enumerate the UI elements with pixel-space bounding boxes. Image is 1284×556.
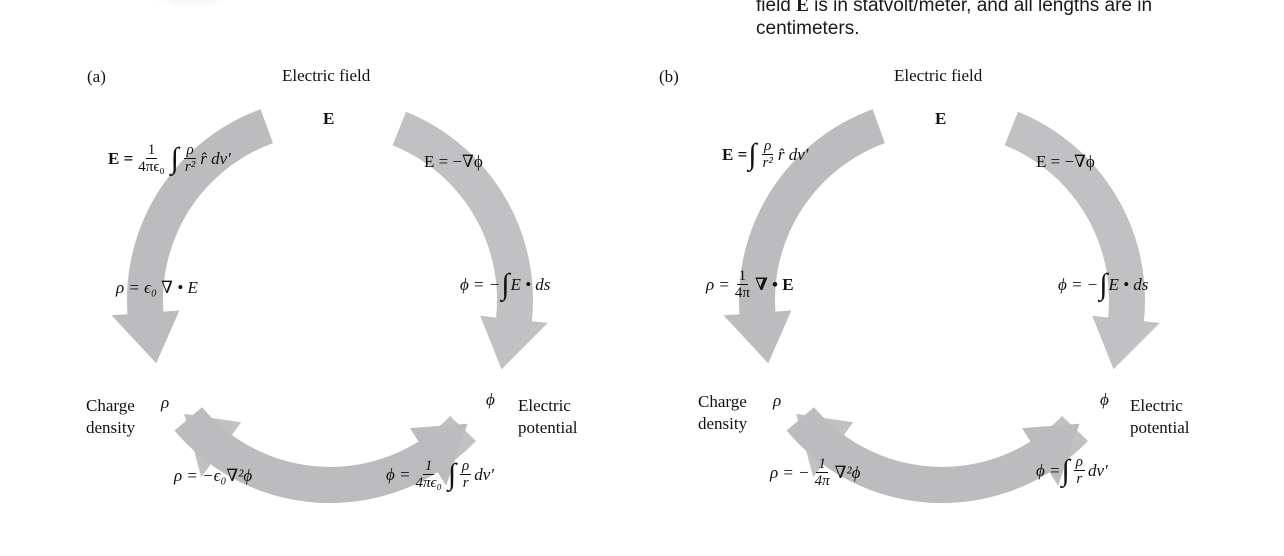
cycle-arrows: [111, 109, 548, 504]
eq-num: 1: [816, 456, 828, 473]
eq-lhs: ϕ =: [1036, 460, 1061, 480]
eq-lhs: ϕ = −: [460, 275, 501, 294]
panel-a-gaussian-si: (a) Electric field E Charge density ρ ϕ …: [86, 66, 578, 504]
integral-sign: ∫: [170, 141, 179, 175]
panel-tag: (b): [659, 67, 679, 86]
eq-den: 4πϵ₀: [138, 159, 165, 175]
equation-phi-from-E: ϕ = − ∫ E • ds: [1058, 270, 1148, 300]
charge-density-label-2: density: [86, 418, 136, 437]
eq-num: 1: [736, 268, 749, 285]
eq-tail: dv′: [1087, 460, 1108, 480]
eq-den: 4π: [814, 473, 830, 489]
eq-tail: dv′: [474, 464, 494, 484]
arrow-E-to-phi: [1004, 111, 1160, 370]
eq-den: r: [462, 475, 469, 491]
arrow-phi-to-rho: [184, 413, 476, 503]
equation-E-from-phi: E = −∇ϕ: [1036, 152, 1095, 171]
eq-tail: r̂ dv′: [200, 148, 231, 168]
caption-text: field: [756, 0, 797, 16]
rho-symbol: ρ: [773, 391, 782, 410]
eq-lhs: ϕ = −: [1058, 275, 1099, 294]
integral-sign: ∫: [748, 137, 757, 171]
eq-tail: ∇ • E: [754, 274, 794, 294]
arrow-phi-to-rho: [796, 413, 1088, 503]
eq-tail: E • ds: [510, 275, 551, 294]
eq-lhs: E =: [722, 144, 748, 164]
eq-tail: ∇²ϕ: [834, 462, 861, 482]
electric-potential-label-1: Electric: [518, 396, 571, 415]
caption-line-1: field E is in statvolt/meter, and all le…: [756, 0, 1276, 17]
integral-sign: ∫: [1061, 453, 1070, 487]
equation-E-from-phi: E = −∇ϕ: [424, 152, 483, 171]
arrow-E-to-rho: [111, 109, 273, 364]
eq-num: ρ: [460, 458, 472, 475]
electric-potential-label-2: potential: [518, 418, 578, 437]
electric-potential-label-2: potential: [1130, 418, 1190, 437]
charge-density-label-2: density: [698, 414, 748, 433]
equation-rho-from-E: ρ = ϵ₀ ∇ • E: [116, 278, 198, 297]
eq-tail: r̂ dv′: [777, 144, 809, 164]
phi-symbol: ϕ: [486, 390, 495, 409]
eq-den: r: [1076, 471, 1083, 487]
panel-b-arrow-cycle: [723, 109, 1160, 504]
electric-field-title: Electric field: [282, 66, 371, 85]
caption-bold-symbol: E: [796, 0, 809, 16]
equation-phi-from-E: ϕ = − ∫ E • ds: [460, 270, 550, 300]
caption-text: is in statvolt/meter, and all lengths ar…: [808, 0, 1153, 16]
integral-sign: ∫: [501, 268, 510, 301]
integral-sign: ∫: [1099, 268, 1108, 301]
integral-sign: ∫: [447, 457, 457, 491]
figure-caption: field E is in statvolt/meter, and all le…: [756, 0, 1276, 40]
eq-num: ρ: [1073, 454, 1085, 471]
E-symbol: E: [323, 109, 335, 128]
E-symbol: E: [935, 109, 947, 128]
arrow-E-to-phi: [392, 111, 548, 370]
cycle-arrows: [723, 109, 1160, 504]
charge-density-label-1: Charge: [698, 392, 747, 411]
panel-tag: (a): [87, 67, 106, 86]
electric-potential-label-1: Electric: [1130, 396, 1183, 415]
decorative-shadow: [130, 0, 250, 10]
caption-line-2: centimeters.: [756, 18, 860, 39]
eq-den: r²: [184, 159, 196, 175]
eq-lhs: ρ =: [706, 274, 730, 294]
phi-symbol: ϕ: [1100, 390, 1109, 409]
eq-num: ρ: [184, 142, 196, 159]
equation-rho-from-phi: ρ = −ϵ₀∇²ϕ: [174, 466, 253, 485]
eq-lhs: E =: [108, 148, 134, 168]
eq-lhs: ρ = −: [770, 462, 810, 482]
eq-den: r²: [762, 155, 773, 171]
electric-field-title: Electric field: [894, 66, 983, 85]
charge-density-label-1: Charge: [86, 396, 135, 415]
panel-a-arrow-cycle: [111, 109, 548, 504]
arrow-E-to-rho: [723, 109, 885, 364]
eq-den: 4π: [734, 285, 750, 301]
eq-lhs: ϕ =: [386, 464, 411, 484]
rho-symbol: ρ: [161, 393, 170, 412]
eq-num: ρ: [762, 138, 774, 155]
eq-tail: E • ds: [1108, 275, 1149, 294]
eq-num: 1: [422, 458, 435, 475]
panel-b-cgs: (b) Electric field E Charge density ρ ϕ …: [612, 0, 1254, 556]
eq-den: 4πϵ₀: [415, 475, 442, 491]
eq-num: 1: [145, 142, 158, 159]
